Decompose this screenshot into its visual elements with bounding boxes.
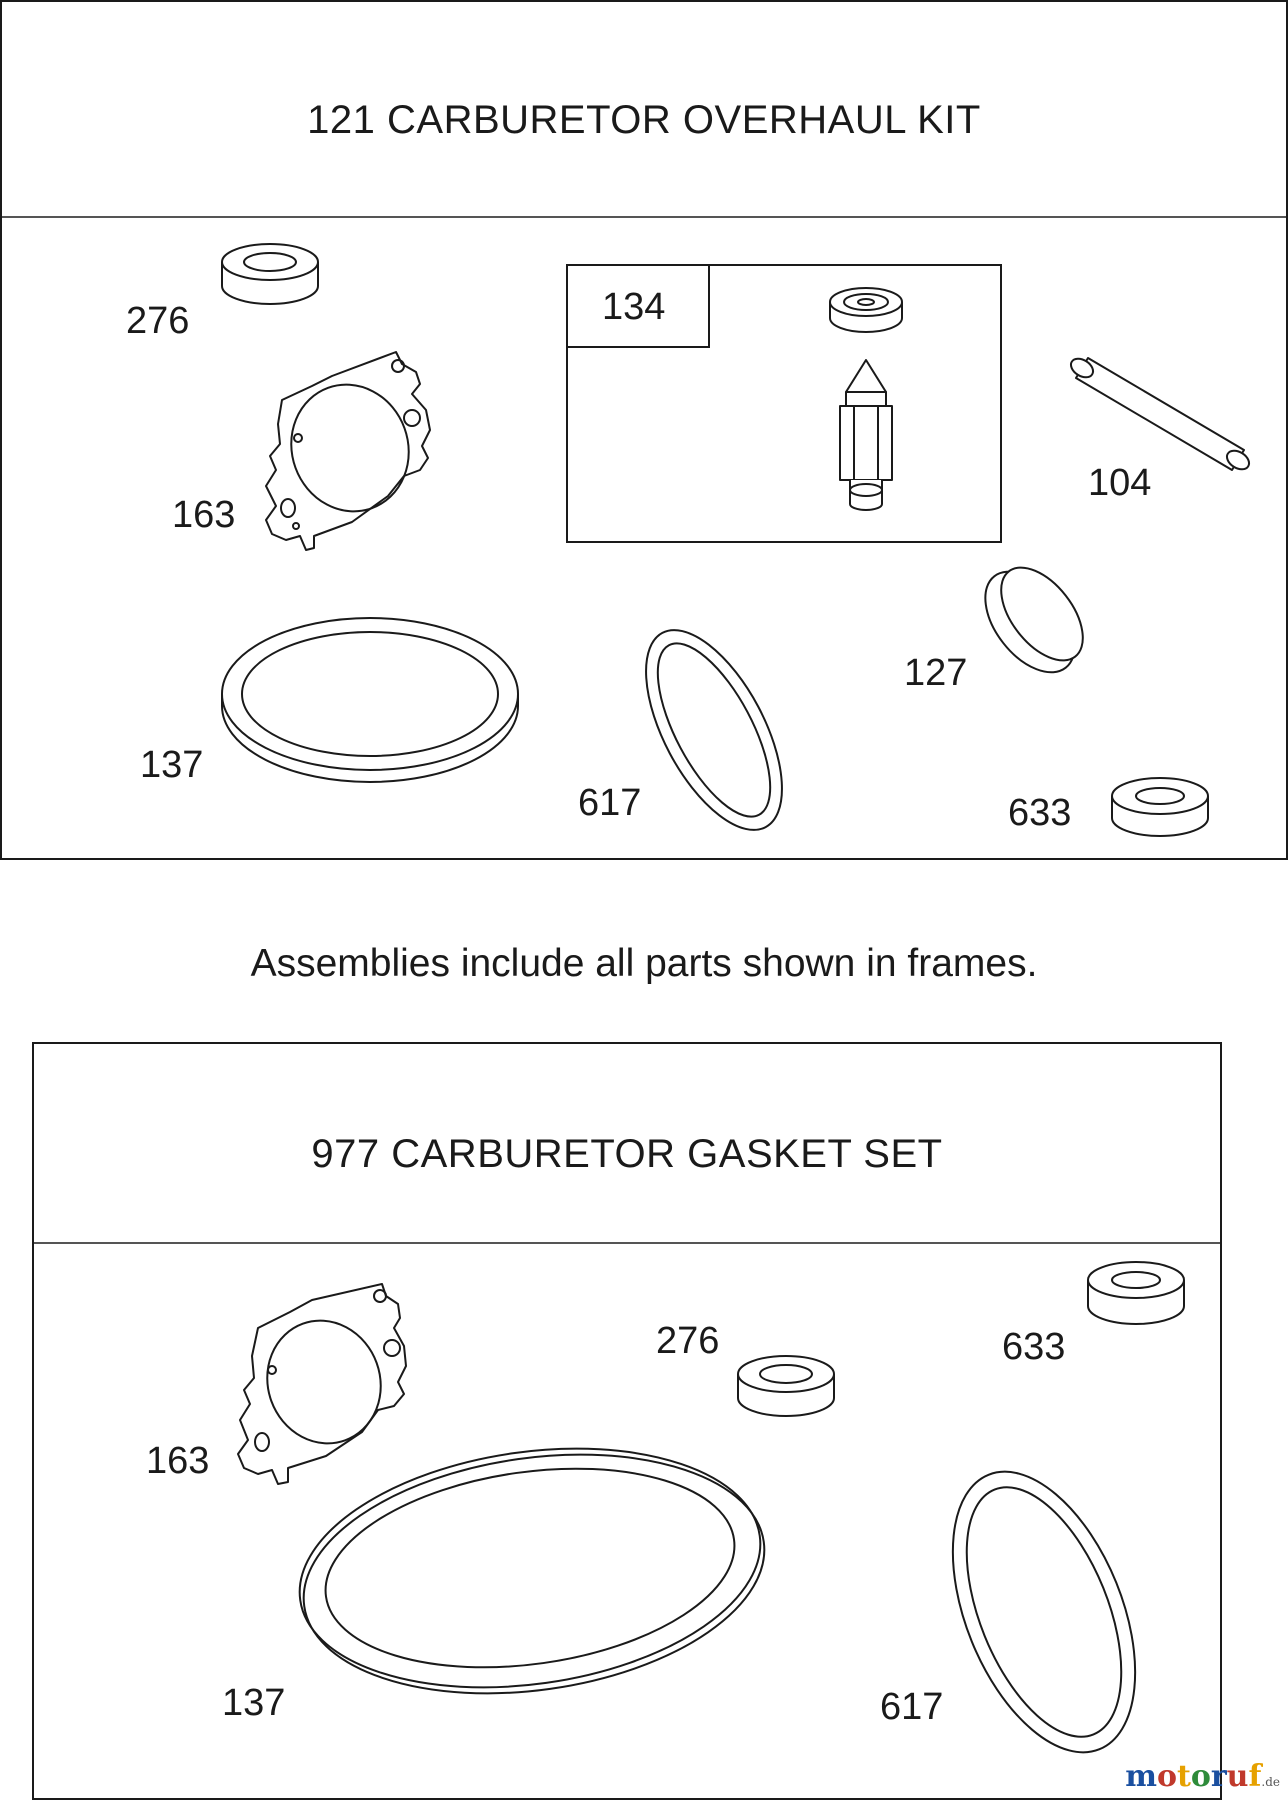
needle-seat-134-drawing bbox=[829, 287, 903, 511]
overhaul-kit-title: 121 CARBURETOR OVERHAUL KIT bbox=[307, 98, 981, 142]
oring-617-drawing bbox=[645, 629, 783, 831]
watermark-logo: motoruf.de bbox=[1125, 1759, 1280, 1794]
gasket-label-633: 633 bbox=[1002, 1326, 1066, 1368]
overhaul-kit-header: 121 CARBURETOR OVERHAUL KIT bbox=[2, 2, 1286, 218]
watermark-letter: t bbox=[1176, 1759, 1191, 1794]
watermark-letter: f bbox=[1248, 1759, 1262, 1794]
ring-137-drawing bbox=[221, 617, 519, 783]
part-label-127: 127 bbox=[904, 652, 968, 694]
plug-127-drawing bbox=[984, 566, 1084, 674]
pin-104-drawing bbox=[1069, 357, 1251, 471]
gasket-label-276: 276 bbox=[656, 1320, 720, 1362]
watermark-letter: u bbox=[1226, 1759, 1249, 1794]
part-label-276: 276 bbox=[126, 300, 190, 342]
watermark-letter: r bbox=[1210, 1759, 1227, 1794]
subassembly-134-tag: 134 bbox=[568, 266, 710, 348]
gasket-163-drawing bbox=[265, 351, 431, 551]
subassembly-134-frame: 134 bbox=[566, 264, 1002, 543]
watermark-letter: o bbox=[1190, 1759, 1211, 1794]
overhaul-kit-frame: 121 CARBURETOR OVERHAUL KIT 134 bbox=[0, 0, 1288, 860]
assembly-note: Assemblies include all parts shown in fr… bbox=[250, 942, 1038, 985]
gasket-label-163: 163 bbox=[146, 1440, 210, 1482]
watermark-suffix: .de bbox=[1261, 1775, 1280, 1789]
gasket-set-163-drawing bbox=[237, 1283, 407, 1485]
gasket-set-ring-137-drawing bbox=[298, 1447, 766, 1695]
part-label-134: 134 bbox=[602, 286, 666, 328]
gasket-set-title: 977 CARBURETOR GASKET SET bbox=[311, 1132, 943, 1176]
gasket-set-header: 977 CARBURETOR GASKET SET bbox=[34, 1044, 1220, 1244]
gasket-set-washer-633-drawing bbox=[1087, 1261, 1185, 1325]
part-label-104: 104 bbox=[1088, 462, 1152, 504]
part-label-137: 137 bbox=[140, 744, 204, 786]
part-label-163: 163 bbox=[172, 494, 236, 536]
gasket-set-washer-276-drawing bbox=[737, 1355, 835, 1417]
washer-276-drawing bbox=[221, 243, 319, 305]
watermark-letter: m bbox=[1125, 1759, 1157, 1794]
gasket-label-137: 137 bbox=[222, 1682, 286, 1724]
watermark-text: motoruf bbox=[1125, 1759, 1261, 1794]
watermark-letter: o bbox=[1156, 1759, 1177, 1794]
gasket-set-oring-617-drawing bbox=[951, 1470, 1137, 1754]
part-label-617: 617 bbox=[578, 782, 642, 824]
gasket-label-617: 617 bbox=[880, 1686, 944, 1728]
part-label-633: 633 bbox=[1008, 792, 1072, 834]
washer-633-drawing bbox=[1111, 777, 1209, 837]
